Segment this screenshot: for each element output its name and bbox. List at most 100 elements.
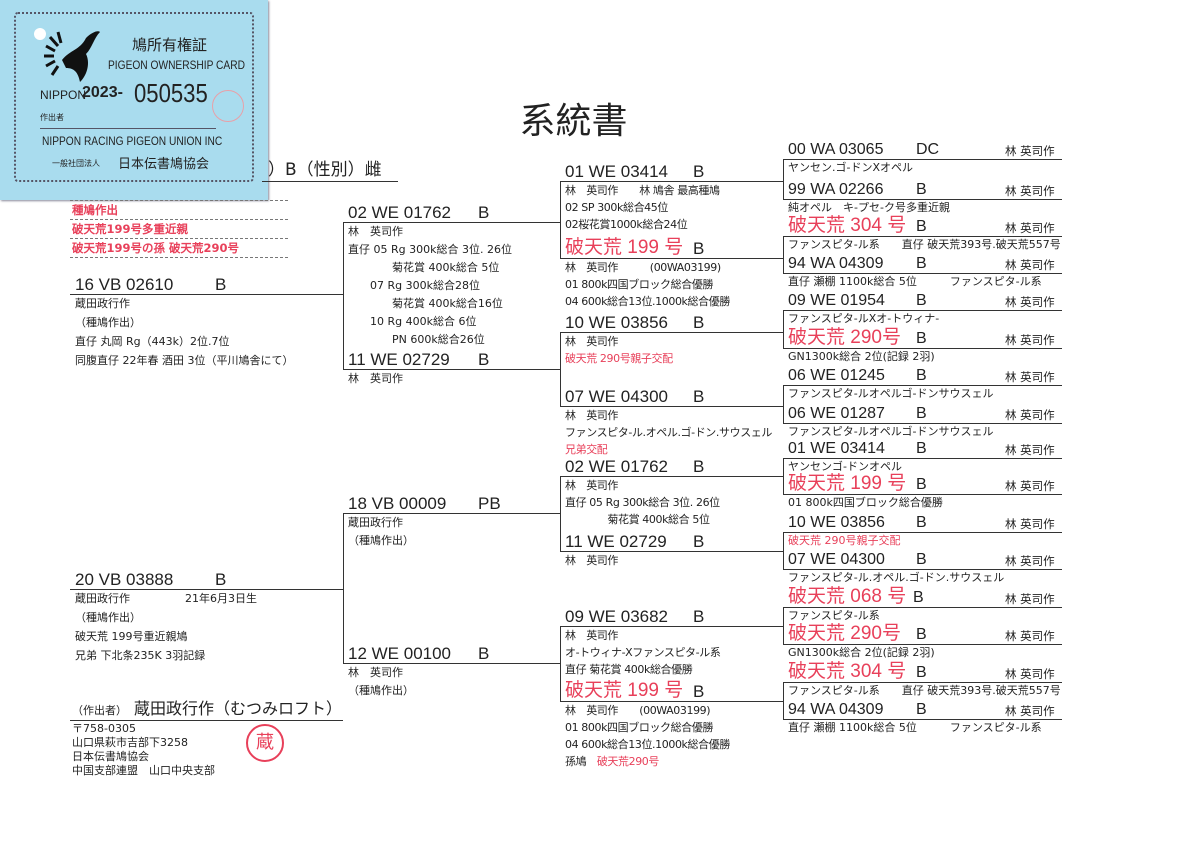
note-line: 林 英司作 (00WA03199) bbox=[565, 704, 711, 718]
ring-number: 02 WE 01762 bbox=[348, 203, 452, 222]
ring-number: 06 WE 01287 bbox=[788, 405, 885, 422]
note-line: 菊花賞 400k総合16位 bbox=[348, 297, 503, 311]
note-line: 林 英司作 bbox=[565, 409, 618, 423]
divider-line bbox=[70, 294, 343, 295]
ring-number: 01 WE 03414 bbox=[788, 440, 885, 457]
note-text: 蔵田政行作 bbox=[75, 297, 130, 310]
breeder-name: 林 英司作 bbox=[1005, 333, 1055, 347]
address-line: 山口県萩市吉部下3258 bbox=[72, 736, 188, 749]
note-text: 直仔 瀬棚 1100k総合 5位 ファンスピタ-ル系 bbox=[788, 275, 1042, 288]
breeder-name: 林 英司作 bbox=[1005, 408, 1055, 422]
note-text: 直仔 瀬棚 1100k総合 5位 ファンスピタ-ル系 bbox=[788, 721, 1042, 734]
subject-note: 種鳩作出 bbox=[72, 203, 118, 217]
ring-number: 02 WE 01762 bbox=[565, 457, 669, 476]
note-line: 02桜花賞1000k総合24位 bbox=[565, 218, 688, 232]
color-code: B bbox=[693, 239, 705, 258]
note-text: 林 英司作 bbox=[565, 629, 618, 642]
note-text: 破天荒 199号重近親鳩 bbox=[75, 630, 188, 643]
color-code: B bbox=[693, 532, 705, 551]
divider-line bbox=[783, 385, 1062, 386]
breeder-name: 林 英司作 bbox=[1005, 221, 1055, 235]
note-line: 直仔 丸岡 Rg（443k）2位.7位 bbox=[75, 335, 229, 349]
color-code: PB bbox=[478, 494, 501, 513]
dotted-line bbox=[70, 257, 288, 258]
note-line: 林 英司作 (00WA03199) bbox=[565, 261, 721, 275]
divider-line bbox=[560, 701, 783, 702]
note-line: 菊花賞 400k総合 5位 bbox=[348, 261, 499, 275]
note-text: 林 英司作 (00WA03199) bbox=[565, 704, 711, 717]
breeder-name: 林 英司作 bbox=[1005, 258, 1055, 272]
divider-line bbox=[783, 607, 1062, 608]
divider-line bbox=[343, 513, 560, 514]
note-text: 孫鳩 bbox=[565, 755, 597, 768]
color-code: B bbox=[693, 682, 705, 701]
note-text: （種鳩作出） bbox=[75, 611, 141, 624]
note-line: ヤンセン.ゴ-ドンXオペル bbox=[788, 161, 913, 175]
note-text-highlight: 破天荒 290号親子交配 bbox=[788, 534, 901, 547]
note-text-highlight: 破天荒 290号親子交配 bbox=[565, 352, 673, 365]
divider-line bbox=[70, 720, 343, 721]
note-line: ファンスピタ-ル系 直仔 破天荒393号.破天荒557号 bbox=[788, 684, 1061, 698]
breeder-name: 林 英司作 bbox=[1005, 144, 1055, 158]
card-border bbox=[14, 12, 254, 182]
note-text: ファンスピタ-ル系 bbox=[788, 609, 880, 622]
note-line: ファンスピタ-ル.オペル.ゴ-ドン.サウスェル bbox=[565, 426, 772, 440]
bracket-line bbox=[783, 236, 784, 273]
note-text: （種鳩作出） bbox=[75, 316, 141, 329]
note-text: 04 600k総合13位.1000k総合優勝 bbox=[565, 738, 730, 751]
note-line: ファンスピタ-ル.オペル.ゴ-ドン.サウスェル bbox=[788, 571, 1004, 585]
color-code: B bbox=[916, 330, 927, 347]
note-line: 孫鳩 破天荒290号 bbox=[565, 755, 659, 769]
bracket-line bbox=[783, 310, 784, 348]
subject-note: 破天荒199号の孫 破天荒290号 bbox=[72, 241, 240, 255]
note-line: 林 英司作 bbox=[565, 479, 618, 493]
color-code: B bbox=[478, 644, 490, 663]
card-divider bbox=[40, 128, 216, 129]
note-line: 破天荒 290号親子交配 bbox=[565, 352, 673, 366]
note-text: 兄弟 下北条235K 3羽記録 bbox=[75, 649, 206, 662]
ring-number: 06 WE 01245 bbox=[788, 367, 885, 384]
note-text: 01 800k四国ブロック総合優勝 bbox=[788, 496, 943, 509]
note-line: 直仔 05 Rg 300k総合 3位. 26位 bbox=[348, 243, 512, 257]
ring-number: 07 WE 04300 bbox=[788, 551, 885, 568]
color-code: B bbox=[916, 181, 927, 198]
ring-number: 破天荒 290号 bbox=[788, 327, 901, 348]
bracket-line bbox=[560, 626, 561, 701]
divider-line bbox=[343, 222, 560, 223]
note-text: ヤンセンゴ-ドンオペル bbox=[788, 460, 902, 473]
note-line: 林 英司作 bbox=[565, 554, 618, 568]
bracket-line bbox=[783, 532, 784, 569]
divider-line bbox=[783, 494, 1062, 495]
ring-number: 破天荒 199 号 bbox=[565, 680, 684, 701]
note-line: GN1300k総合 2位(記録 2羽) bbox=[788, 646, 935, 660]
ring-number: 00 WA 03065 bbox=[788, 141, 884, 158]
note-text: 04 600k総合13位.1000k総合優勝 bbox=[565, 295, 730, 308]
divider-line bbox=[783, 423, 1062, 424]
note-text: 蔵田政行作 21年6月3日生 bbox=[75, 592, 257, 605]
note-text: 01 800k四国ブロック総合優勝 bbox=[565, 721, 714, 734]
ring-number: 94 WA 04309 bbox=[788, 701, 884, 718]
color-code: B bbox=[916, 701, 927, 718]
divider-line bbox=[560, 626, 783, 627]
note-line: 林 英司作 bbox=[348, 372, 403, 386]
breeder-label: （作出者） bbox=[72, 704, 127, 717]
note-text: ヤンセン.ゴ-ドンXオペル bbox=[788, 161, 914, 174]
note-line: 蔵田政行作 bbox=[75, 297, 130, 311]
bracket-line bbox=[783, 385, 784, 423]
note-text: ファンスピタ-ル系 直仔 破天荒393号.破天荒557号 bbox=[788, 684, 1061, 697]
note-line: 破天荒 290号親子交配 bbox=[788, 534, 901, 548]
divider-line bbox=[262, 181, 398, 182]
breeder-name: 林 英司作 bbox=[1005, 704, 1055, 718]
note-line: PN 600k総合26位 bbox=[348, 333, 485, 347]
breeder-name: 林 英司作 bbox=[1005, 667, 1055, 681]
note-text: ファンスピタ-ル.オペル.ゴ-ドン.サウスェル bbox=[788, 571, 1005, 584]
note-line: ファンスピタ-ルオペルゴ-ドンサウスェル bbox=[788, 387, 994, 401]
note-line: ファンスピタ-ル系 bbox=[788, 609, 880, 623]
ring-number: 20 VB 03888 bbox=[75, 570, 174, 589]
color-code: B bbox=[693, 313, 705, 332]
divider-line bbox=[783, 310, 1062, 311]
divider-line bbox=[783, 199, 1062, 200]
breeder-name: 林 英司作 bbox=[1005, 479, 1055, 493]
breeder-name: 林 英司作 bbox=[1005, 592, 1055, 606]
note-text: 10 Rg 400k総合 6位 bbox=[348, 315, 477, 328]
